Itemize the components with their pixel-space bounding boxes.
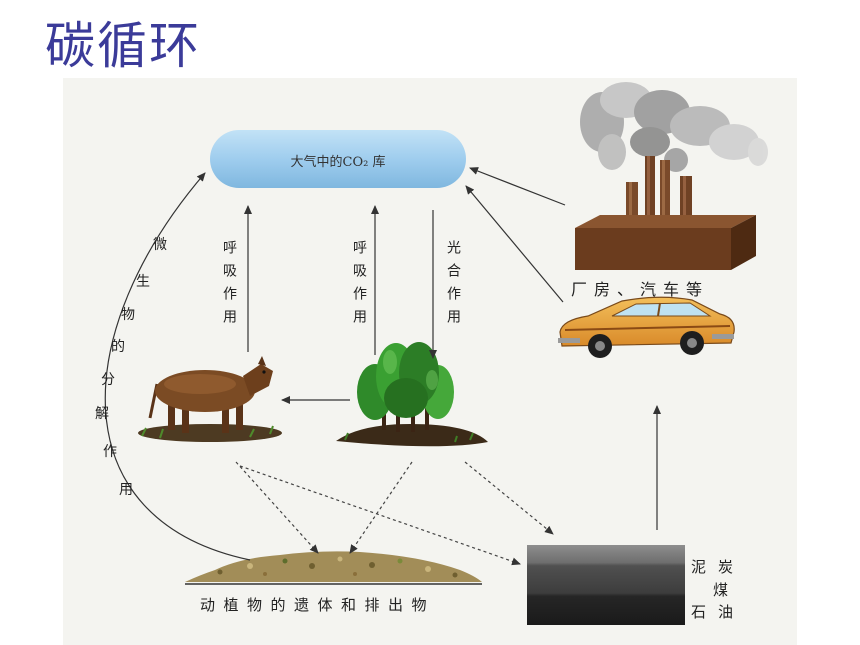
atmosphere-co2-pool <box>210 130 466 188</box>
factory-icon <box>575 156 756 270</box>
car-icon <box>558 296 735 358</box>
trees-icon <box>336 342 488 447</box>
plant-to-remains-arrow <box>349 461 413 554</box>
decomposition-label-char: 生 <box>136 274 150 290</box>
atmosphere-co2-label: 大气中的CO₂ 库 <box>290 155 386 170</box>
decomposition-label-char: 分 <box>101 372 115 388</box>
animal-to-remains-arrow <box>235 461 319 554</box>
plant-respiration-label: 呼吸作用 <box>351 240 367 332</box>
decomposition-arrow <box>104 172 251 561</box>
decomposition-label-char: 作 <box>103 444 117 460</box>
decomposition-label-char: 物 <box>121 307 135 323</box>
animal-to-fossil-arrow <box>239 465 521 566</box>
decomposition-label-char: 解 <box>95 406 109 422</box>
coal-label: 煤 <box>713 581 741 599</box>
cow-icon <box>138 356 282 442</box>
photosynthesis-label: 光合作用 <box>445 240 461 332</box>
flow-arrows <box>104 167 661 561</box>
decomposition-label-char: 的 <box>111 339 125 355</box>
animal-respiration-label: 呼吸作用 <box>221 240 237 332</box>
slide-title: 碳循环 <box>45 17 201 75</box>
decomposition-label-char: 用 <box>119 482 133 498</box>
dotted-arrows <box>235 461 554 566</box>
remains-pile-icon <box>185 551 482 585</box>
smoke-icon <box>580 82 768 172</box>
industry-label: 厂房、汽车等 <box>571 280 710 299</box>
fossil-layers-icon <box>527 545 685 625</box>
peat-label: 泥炭 <box>691 558 746 576</box>
petroleum-label: 石油 <box>691 603 746 621</box>
remains-label: 动植物的遗体和排出物 <box>200 596 436 614</box>
plant-to-fossil-arrow <box>464 461 554 535</box>
decomposition-label-char: 微 <box>153 237 167 253</box>
car-emission-arrow <box>465 185 564 303</box>
factory-emission-arrow <box>469 167 566 206</box>
